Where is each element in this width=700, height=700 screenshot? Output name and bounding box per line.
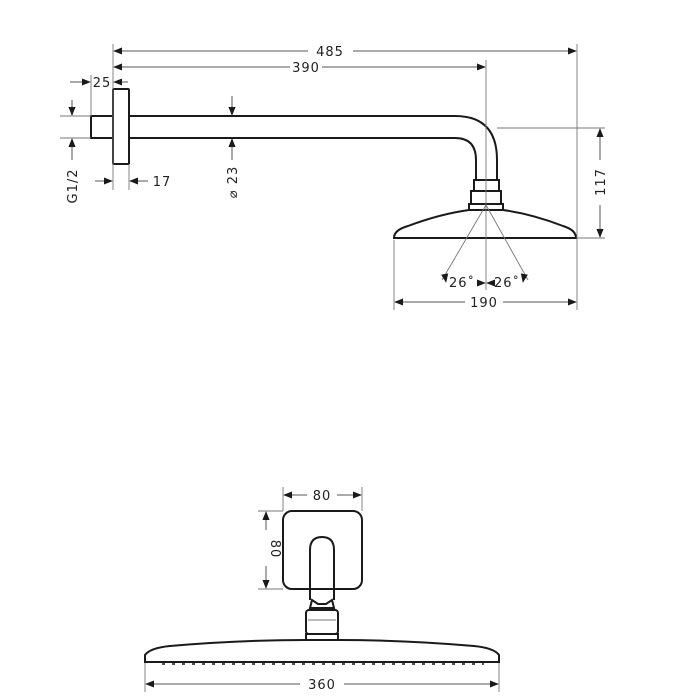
side-view: 485 390 25 G1/2 17 ⌀ 23 117 26˚ 26˚ <box>60 44 609 311</box>
dim-height: 117 <box>594 168 609 196</box>
dim-flange-height: 80 <box>267 540 282 559</box>
shower-arm-front <box>309 535 335 600</box>
wall-flange <box>112 88 130 165</box>
dim-spray-angle-left: 26˚ <box>449 275 475 291</box>
swivel-joint-front <box>305 609 339 635</box>
wall-flange-front <box>282 510 363 590</box>
shower-arm-bottom <box>129 137 477 183</box>
shower-head-side <box>392 209 578 239</box>
shower-head-front <box>144 639 500 663</box>
dim-pipe-diameter: ⌀ 23 <box>226 166 241 199</box>
dim-total-length: 485 <box>316 45 344 60</box>
dim-flange-depth: 17 <box>153 175 172 190</box>
thread-stub <box>90 115 114 139</box>
dim-arm-length: 390 <box>292 61 320 76</box>
dim-flange-width: 80 <box>313 489 332 504</box>
dim-head-width: 360 <box>308 678 336 693</box>
dim-thread: G1/2 <box>66 169 81 204</box>
dim-spray-angle-right: 26˚ <box>494 275 520 291</box>
dim-head-diameter: 190 <box>470 296 498 311</box>
dim-flange-offset: 25 <box>93 76 112 91</box>
shower-arm-top <box>129 115 498 183</box>
front-view: 80 80 360 <box>144 487 500 693</box>
